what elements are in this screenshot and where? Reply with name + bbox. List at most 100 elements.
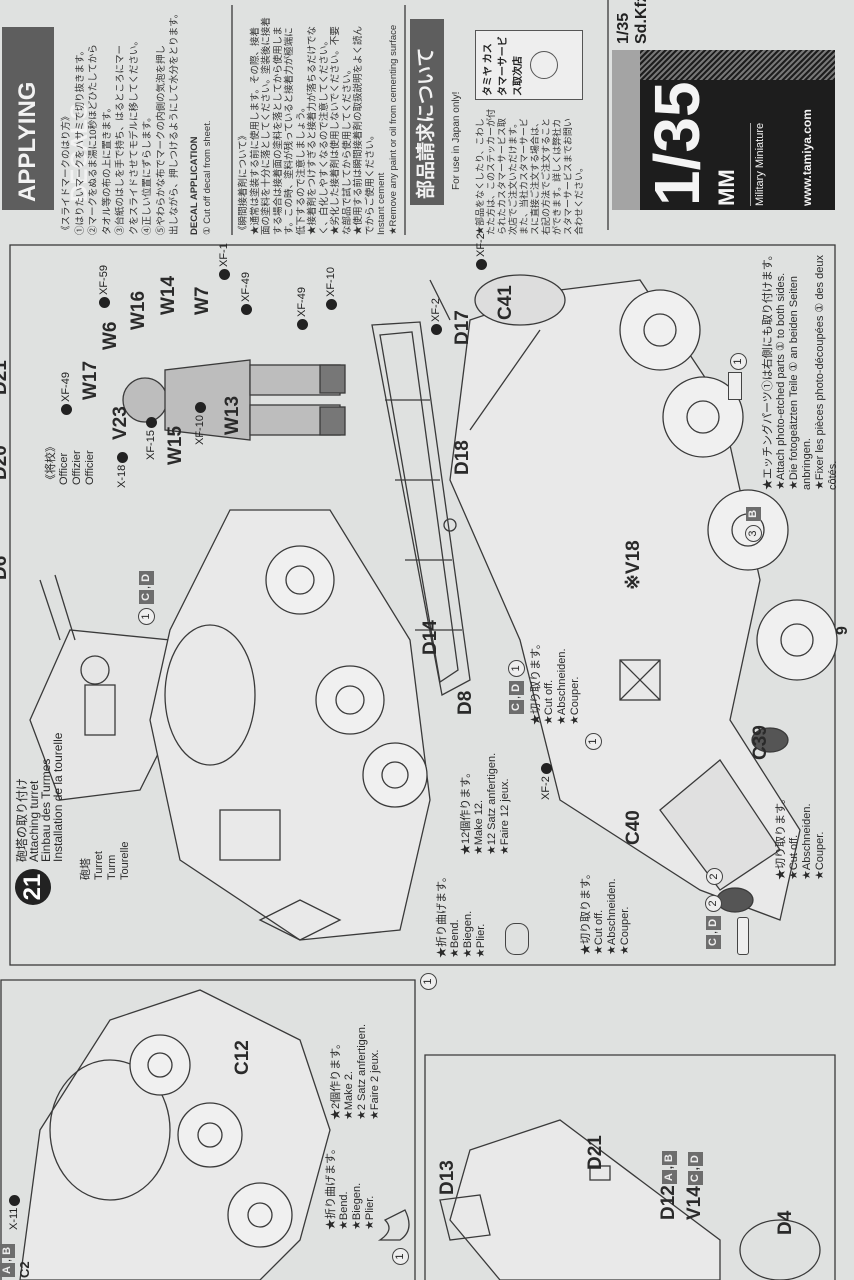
- note-line: ★Plier.: [364, 1195, 376, 1230]
- part-label: D20: [0, 445, 11, 480]
- note-line: ★切り取ります。: [580, 868, 592, 955]
- note-line: ★Abschneiden.: [606, 878, 618, 955]
- note-line: ★2個作ります。: [330, 1037, 342, 1120]
- note-line: ★Attach photo-etched parts ① to both sid…: [775, 272, 787, 490]
- cutoff-note-b: ★切り取ります。 ★Cut off. ★Abschneiden. ★Couper…: [580, 868, 632, 955]
- logo-tagline: Military Miniature: [750, 122, 766, 206]
- applying-decals-header: APPLYING DECALS: [2, 27, 93, 210]
- cement-en-title: Instant cement: [376, 172, 387, 235]
- part-v23: V23: [110, 406, 131, 440]
- paint-code: XF-1: [218, 243, 230, 267]
- cutoff-note-c: ★切り取ります。 ★Cut off. ★Abschneiden. ★Couper…: [775, 793, 827, 880]
- callout-number: 1: [730, 353, 747, 370]
- turret-label-jp: 砲塔: [80, 858, 92, 880]
- decal-step-text: タオル等の布の上に置きます。: [101, 102, 113, 235]
- step-title: 砲塔の取り付け Attaching turret Einbau des Turm…: [15, 733, 65, 862]
- sprue-badge: A: [661, 1170, 677, 1185]
- cement-jp-title: 《瞬間接着剤について》: [238, 130, 249, 235]
- part-w15: W15: [165, 425, 186, 465]
- note-line: ★Die fotogeätzten Teile ① an beiden Seit…: [788, 276, 800, 490]
- paint-code: XF-10: [194, 415, 206, 445]
- callout-number: 3: [745, 525, 762, 542]
- paint-code: XF-10: [325, 267, 337, 297]
- cement-line: 低下するので注意しましょう。: [295, 102, 307, 235]
- officer-label: 《将校》 Officer Offizier Officier: [45, 441, 97, 485]
- paint-dot-icon: [475, 259, 487, 270]
- note-line: côtés.: [827, 460, 839, 490]
- paint-callout: XF-2: [430, 298, 442, 335]
- part-c41: C41: [495, 285, 516, 320]
- paint-callout: X-11: [8, 1194, 20, 1230]
- decal-jp-title: 《スライドマークのはり方》: [61, 111, 72, 235]
- paint-dot-icon: [430, 324, 442, 335]
- note-line: ★Abschneiden.: [556, 648, 568, 725]
- note-line: ★切り取ります。: [530, 638, 542, 725]
- cutoff-note-a: ★切り取ります。 ★Cut off. ★Abschneiden. ★Couper…: [530, 638, 582, 725]
- part-d21: D21: [585, 1135, 606, 1170]
- paint-callout: XF-2: [540, 763, 552, 800]
- note-line: ★Couper.: [814, 831, 826, 880]
- paint-callout: XF-15: [145, 417, 157, 460]
- part-w6: W6: [100, 321, 121, 351]
- paint-dot-icon: [116, 451, 128, 463]
- note-line: ★折り曲げます。: [436, 871, 448, 958]
- callout-cd-2: C,D 2: [705, 894, 722, 950]
- note-line: ★Cut off.: [543, 679, 555, 725]
- note-line: ★Cut off.: [788, 834, 800, 880]
- paint-callout: X-18: [116, 451, 128, 488]
- kit-title: 1/35 Sd.Kfz: [615, 0, 651, 44]
- parts-line: られたカスタマーサービス取: [497, 118, 507, 235]
- vehicle-drawing: [429, 274, 838, 921]
- sprue-badge: C: [687, 1171, 703, 1186]
- sprue-badge: A: [0, 1263, 15, 1277]
- cement-line: な部品で試してから使用してください。: [341, 64, 353, 235]
- callout-number: 2: [706, 868, 723, 885]
- sprue-badge: B: [746, 506, 761, 521]
- note-line: ★Fixer les pièces photo-découpées ① des …: [814, 255, 826, 490]
- note-line: ★Biegen.: [462, 910, 474, 958]
- officer-label-de: Offizier: [71, 450, 83, 485]
- prev-bend-note: ★折り曲げます。 ★Bend. ★Biegen. ★Plier.: [325, 1143, 377, 1230]
- part-label: D21: [0, 360, 11, 395]
- sprue-badge: C: [706, 935, 721, 949]
- cement-line: く、白化しやすくなるので注意してください。: [318, 36, 330, 235]
- paint-code: X-18: [116, 464, 128, 488]
- note-line: ★Bend.: [449, 919, 461, 958]
- paint-callout: XF-49: [296, 287, 308, 330]
- decal-step-text: ③台紙のはしを手で持ち、はるところにマー: [115, 44, 126, 235]
- paint-dot-icon: [325, 299, 337, 310]
- part-d14: D14: [420, 620, 441, 655]
- note-line: ★Abschneiden.: [801, 803, 813, 880]
- turret-label-en: Turret: [93, 851, 105, 880]
- part-w17: W17: [80, 360, 101, 400]
- part-c40: C40: [623, 810, 644, 845]
- part-d18: D18: [452, 440, 473, 475]
- decal-instructions: 《スライドマークのはり方》 ①はりたいマークをハサミで切り抜きます。 ②マークを…: [60, 9, 215, 235]
- part-w13: W13: [222, 395, 243, 435]
- parts-request-text: ★部品をなくしたり、こわし たた方は、このステッカーが付 られたカスタマーサービ…: [475, 109, 585, 235]
- decal-step-text: ④正しい位置にずらします。: [142, 112, 153, 235]
- note-line: ★Faire 2 jeux.: [369, 1049, 381, 1120]
- paint-code: XF-49: [296, 287, 308, 317]
- part-w14: W14: [158, 275, 179, 315]
- sprue-badge: B: [661, 1151, 677, 1166]
- parts-line: スに直接ご注文する場合は、: [530, 117, 540, 235]
- logo-scale: 1/35: [641, 81, 713, 206]
- paint-code: XF-2: [430, 298, 442, 322]
- part-d12: D12 A,B: [658, 1150, 680, 1220]
- parts-line: ができます。詳しくは弊社カ: [552, 118, 562, 235]
- sprue-badge: D: [139, 570, 154, 585]
- step-21-frame: [9, 244, 836, 966]
- paint-dot-icon: [8, 1194, 20, 1206]
- page-number: 9: [834, 626, 851, 635]
- note-line: ★Make 2.: [343, 1071, 355, 1120]
- note-line: ★2 Satz anfertigen.: [356, 1023, 368, 1120]
- cement-line: ★接着剤をつけすぎると接着力が落ちるだけでな: [307, 25, 318, 235]
- paint-code: XF-15: [145, 430, 157, 460]
- callout-number: 1: [138, 608, 155, 625]
- callout-number: 1: [420, 973, 437, 990]
- note-line: ★切り取ります。: [775, 793, 787, 880]
- sprue-badge: C: [139, 589, 154, 604]
- parts-request-header: 部品請求について: [410, 19, 444, 205]
- decal-step-text: 出しながら、押しつけるようにして水分をとります。: [169, 8, 180, 235]
